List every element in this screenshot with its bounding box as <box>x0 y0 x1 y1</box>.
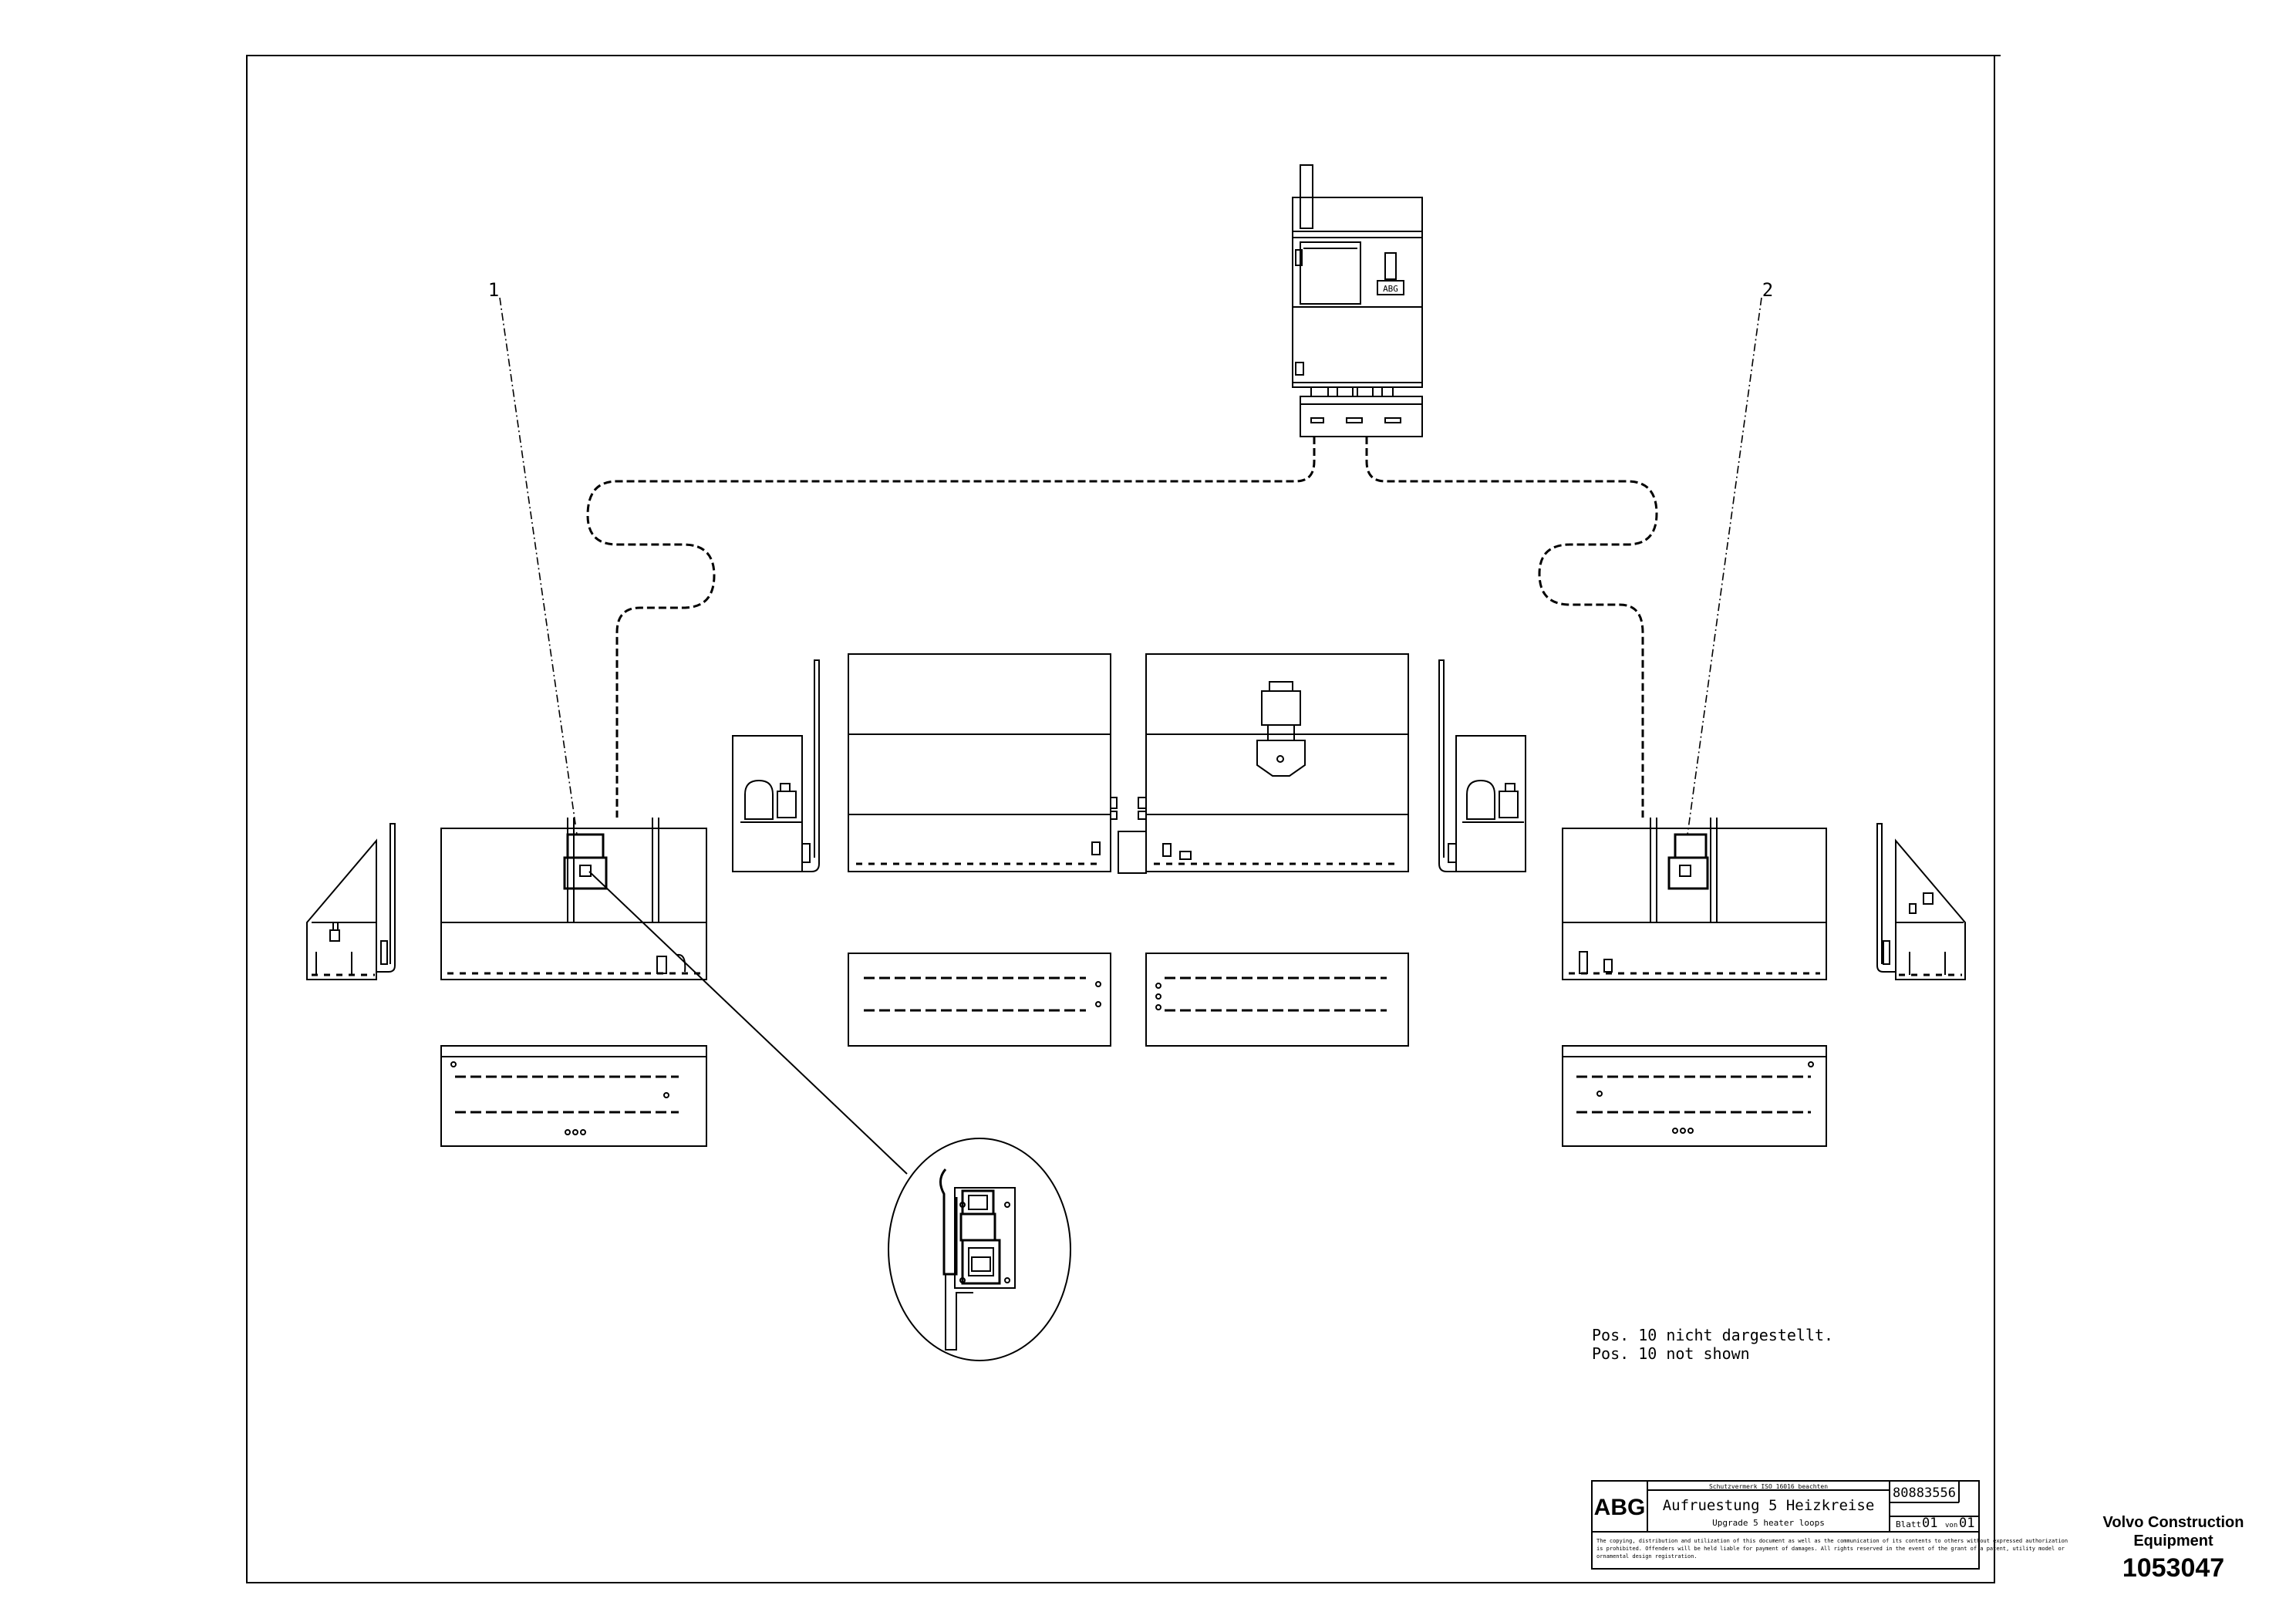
drawing-title-english: Upgrade 5 heater loops <box>1712 1518 1825 1528</box>
cable-left <box>586 437 1316 818</box>
drawing-title-german: Aufruestung 5 Heizkreise <box>1663 1497 1875 1514</box>
callout-2-label: 2 <box>1762 279 1773 301</box>
note-german: Pos. 10 nicht dargestellt. <box>1592 1326 1833 1344</box>
left-screed-plate <box>440 818 707 980</box>
detail-view-circle <box>888 1138 1071 1361</box>
control-box-badge-text: ABG <box>1383 284 1398 294</box>
disclaimer-line-3: ornamental design registration. <box>1596 1553 1698 1560</box>
control-box: ABG <box>1292 164 1423 437</box>
sheet-number: 01 <box>1922 1516 1937 1531</box>
center-left-bottom-panel <box>848 953 1111 1047</box>
drawing-frame <box>246 55 1995 1583</box>
left-bottom-panel <box>440 1045 707 1147</box>
terminal-box-right <box>1674 833 1708 859</box>
of-label: von <box>1945 1522 1957 1529</box>
note-english: Pos. 10 not shown <box>1592 1344 1750 1363</box>
sheet-total: 01 <box>1959 1516 1974 1531</box>
inner-right-bracket <box>1438 659 1526 872</box>
callout-2-leader <box>1687 297 1762 835</box>
brand-line-1: Volvo Construction <box>2103 1514 2244 1531</box>
center-right-bottom-panel <box>1145 953 1409 1047</box>
disclaimer-line-1: The copying, distribution and utilizatio… <box>1596 1538 2068 1544</box>
callout-1-leader <box>499 297 578 835</box>
part-number: 1053047 <box>2122 1553 2224 1583</box>
title-block: ABG Schutzvermerk ISO 16016 beachten Auf… <box>1591 1480 2068 1570</box>
title-block-protection-note: Schutzvermerk ISO 16016 beachten <box>1709 1483 1828 1490</box>
terminal-box-left <box>566 833 605 859</box>
outer-right-end-plate <box>1876 823 1966 980</box>
center-left-screed-plate <box>848 653 1118 872</box>
sheet-label: Blatt <box>1896 1519 1921 1529</box>
drawing-number: 80883556 <box>1893 1485 1956 1501</box>
brand-line-2: Equipment <box>2133 1533 2213 1549</box>
right-screed-plate <box>1562 818 1827 980</box>
abg-logo: ABG <box>1594 1495 1646 1520</box>
outer-left-end-plate <box>306 823 396 980</box>
callout-1-label: 1 <box>488 279 499 301</box>
center-right-screed-plate <box>1138 653 1409 872</box>
disclaimer-line-2: is prohibited. Offenders will be held li… <box>1596 1546 2065 1552</box>
inner-left-bracket <box>732 659 820 872</box>
right-bottom-panel <box>1562 1045 1827 1147</box>
cable-right <box>1365 437 1658 818</box>
detail-leader-line <box>588 871 908 1175</box>
control-box-badge <box>1377 280 1404 295</box>
